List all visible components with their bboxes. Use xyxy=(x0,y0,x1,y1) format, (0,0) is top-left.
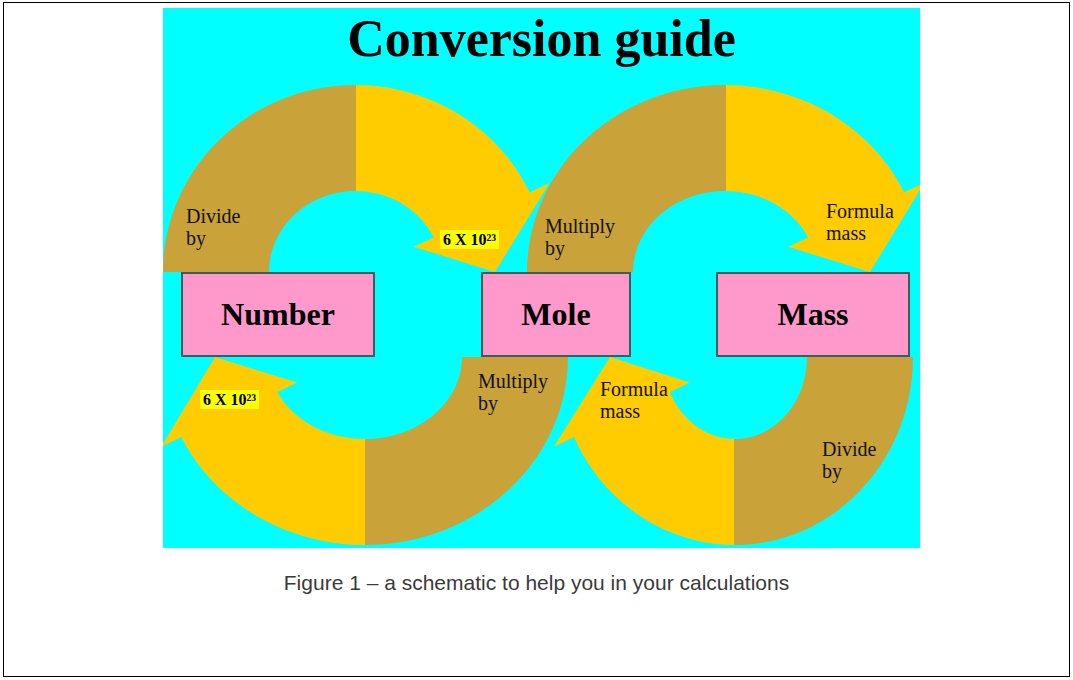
arrow-group xyxy=(163,85,920,545)
arrow-label: Formula mass xyxy=(600,378,668,422)
quantity-box: Mass xyxy=(716,272,910,357)
diagram-title: Conversion guide xyxy=(163,10,920,67)
arrow-label: Multiply by xyxy=(478,370,548,414)
arrow-label: Divide by xyxy=(186,205,240,249)
arrow-label: Divide by xyxy=(822,438,876,482)
quantity-box: Number xyxy=(181,272,375,357)
arrow-label: Formula mass xyxy=(826,200,894,244)
conversion-arrow xyxy=(554,357,913,545)
box-label: Mole xyxy=(521,296,590,333)
factor-label: 6 X 10²³ xyxy=(200,390,259,409)
figure-caption: Figure 1 – a schematic to help you in yo… xyxy=(0,570,1073,595)
arrow-label: Multiply by xyxy=(545,215,615,259)
conversion-arrow xyxy=(163,85,550,272)
box-label: Number xyxy=(221,296,335,333)
conversion-arrow xyxy=(163,357,568,545)
quantity-box: Mole xyxy=(481,272,631,357)
conversion-arrow xyxy=(527,85,920,272)
factor-label: 6 X 10²³ xyxy=(440,230,499,249)
box-label: Mass xyxy=(777,296,848,333)
